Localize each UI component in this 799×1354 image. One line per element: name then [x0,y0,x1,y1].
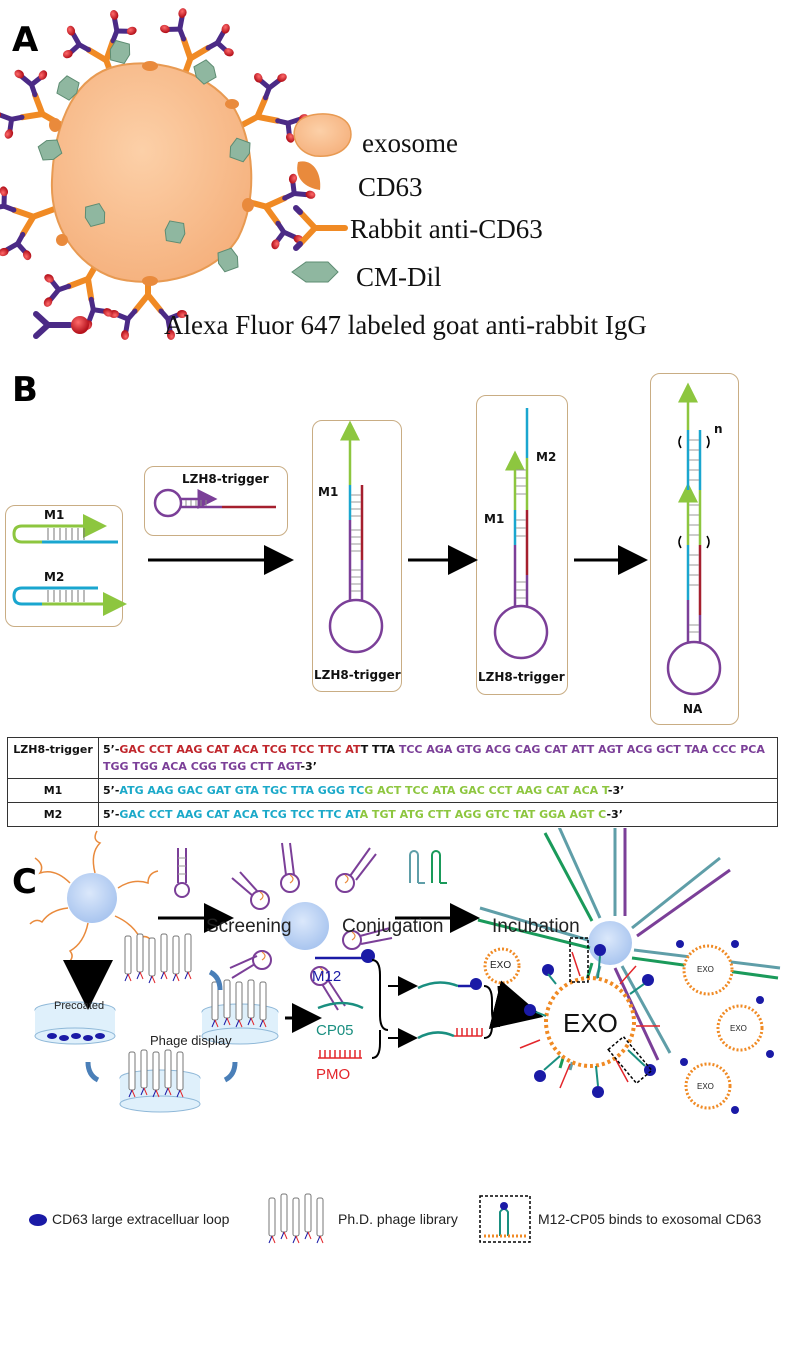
exo-label-2: EXO [730,1024,747,1033]
sequence-name: M1 [7,778,99,803]
conjugation-brackets [371,959,418,1059]
exo-cluster-right [682,944,764,1110]
bead-with-hairpins [229,842,393,1011]
box-na [650,373,739,725]
m12-label: M12 [312,968,342,985]
cp05-peptide [317,1001,364,1010]
sequence-segment: TCC AGA GTG ACG CAG CAT ATT AGT ACG GCT … [103,743,765,773]
m2-label: M2 [44,570,65,584]
legend-cd63-label: CD63 [358,172,423,202]
legend-rabbit-anti-cd63-label: Rabbit anti-CD63 [350,214,543,244]
cd63-proteins [49,61,254,286]
m1-hybrid-label: M1 [318,485,339,499]
m1-hairpin [12,514,118,544]
sequence-segment: G ACT TCC ATA GAC CCT AAG CAT ACA T [364,784,608,797]
screening-label: Screening [206,916,292,937]
legend-exosome-icon [293,113,352,157]
m2-hybrid-label: M2 [536,450,557,464]
legend-binding-label: M12-CP05 binds to exosomal CD63 [538,1211,762,1227]
legend-cm-dil-label: CM-Dil [356,262,442,292]
panel-b-illustration [12,382,722,696]
nanoparticle-assembly [29,828,781,1071]
na-label: NA [683,702,703,716]
exo-label-1: EXO [697,965,714,974]
small-exo [483,947,521,985]
m12-cp05-conjugate [417,978,482,990]
lzh8-trigger-hairpin [153,488,276,518]
sequence-value: 5’-ATG AAG GAC GAT GTA TGC TTA GGG TCG A… [98,778,778,803]
na-structure [666,382,722,696]
legend-cd63-loop-label: CD63 large extracelluar loop [52,1211,230,1227]
legend-phage-library-label: Ph.D. phage library [338,1211,458,1227]
incubation-label: Incubation [492,916,580,937]
phage-dish-right [201,979,279,1045]
m1-label: M1 [44,508,65,522]
lzh8-trigger-label-2: LZH8-trigger [314,668,401,682]
pmo-label: PMO [316,1066,351,1083]
sequence-segment: -3’ [300,760,317,773]
sequence-segment: -3’ [606,808,623,821]
phage-cluster-top [124,933,192,984]
small-exo-label: EXO [490,960,512,971]
sequence-segment: 5’- [103,743,120,756]
panel-label-a: A [12,20,39,60]
conjugation-label: Conjugation [342,916,444,937]
sequence-segment: ATG AAG GAC GAT GTA TGC TTA GGG TC [119,784,365,797]
sequence-segment: -3’ [607,784,625,797]
legend-phage-library-icon [268,1193,324,1244]
panel-a-illustration [0,0,352,375]
n-repeat-label: n [714,422,723,436]
precoated-label: Precoated [54,1000,105,1012]
big-exo-label: EXO [563,1008,618,1038]
legend-rabbit-antibody-icon [293,205,348,251]
sequence-segment: T TTA [360,743,399,756]
lzh8-trigger-label-1: LZH8-trigger [182,472,269,486]
m2-hairpin [12,586,127,616]
sequence-segment: A TGT ATG CTT AGG GTC TAT GGA AGT C [359,808,607,821]
panel-c-illustration [29,933,774,1244]
sequence-value: 5’-GAC CCT AAG CAT ACA TCG TCC TTC ATA T… [98,802,778,827]
cycle-arrows [63,959,238,1083]
m1-m2-reagent-icons [409,850,447,884]
exo-label-3: EXO [697,1082,714,1091]
sequence-segment: 5’- [103,808,120,821]
exosome-body [50,62,253,284]
panel-label-c: C [12,862,37,902]
bead-bare [29,830,159,964]
m1-hybrid2-label: M1 [484,512,505,526]
lzh8-m1-m2-hybrid [493,408,549,660]
legend-binding-icon [479,1195,531,1243]
sequence-name: LZH8-trigger [7,737,99,779]
cp05-pmo-conjugate [417,1028,483,1040]
panel-label-b: B [12,370,38,410]
pmo-oligo [318,1050,362,1059]
big-exo [519,937,660,1098]
hairpin-reagent-icon [174,848,190,898]
legend-cm-dil-icon [291,261,339,283]
m12-peptide [315,949,375,963]
legend-alexa-label: Alexa Fluor 647 labeled goat anti-rabbit… [164,310,647,340]
legend-cd63-icon [297,161,321,190]
sequence-name: M2 [7,802,99,827]
phage-dish-bottom [119,1049,201,1113]
sequence-segment: GAC CCT AAG CAT ACA TCG TCC TTC AT [119,808,360,821]
legend-exosome-label: exosome [362,128,458,158]
legend-goat-antibody-icon [33,311,89,339]
sequence-segment: T [352,743,361,756]
sequence-value: 5’-GAC CCT AAG CAT ACA TCG TCC TTC ATT T… [98,737,778,779]
phage-display-label: Phage display [150,1033,232,1048]
lzh8-trigger-label-3: LZH8-trigger [478,670,565,684]
sequence-segment: GAC CCT AAG CAT ACA TCG TCC TTC A [119,743,353,756]
sequence-segment: 5’- [103,784,120,797]
cp05-label: CP05 [316,1022,354,1039]
lzh8-m1-hybrid [328,420,384,654]
legend-cd63-loop-icon [29,1214,47,1226]
incubation-arrow [488,980,544,1029]
